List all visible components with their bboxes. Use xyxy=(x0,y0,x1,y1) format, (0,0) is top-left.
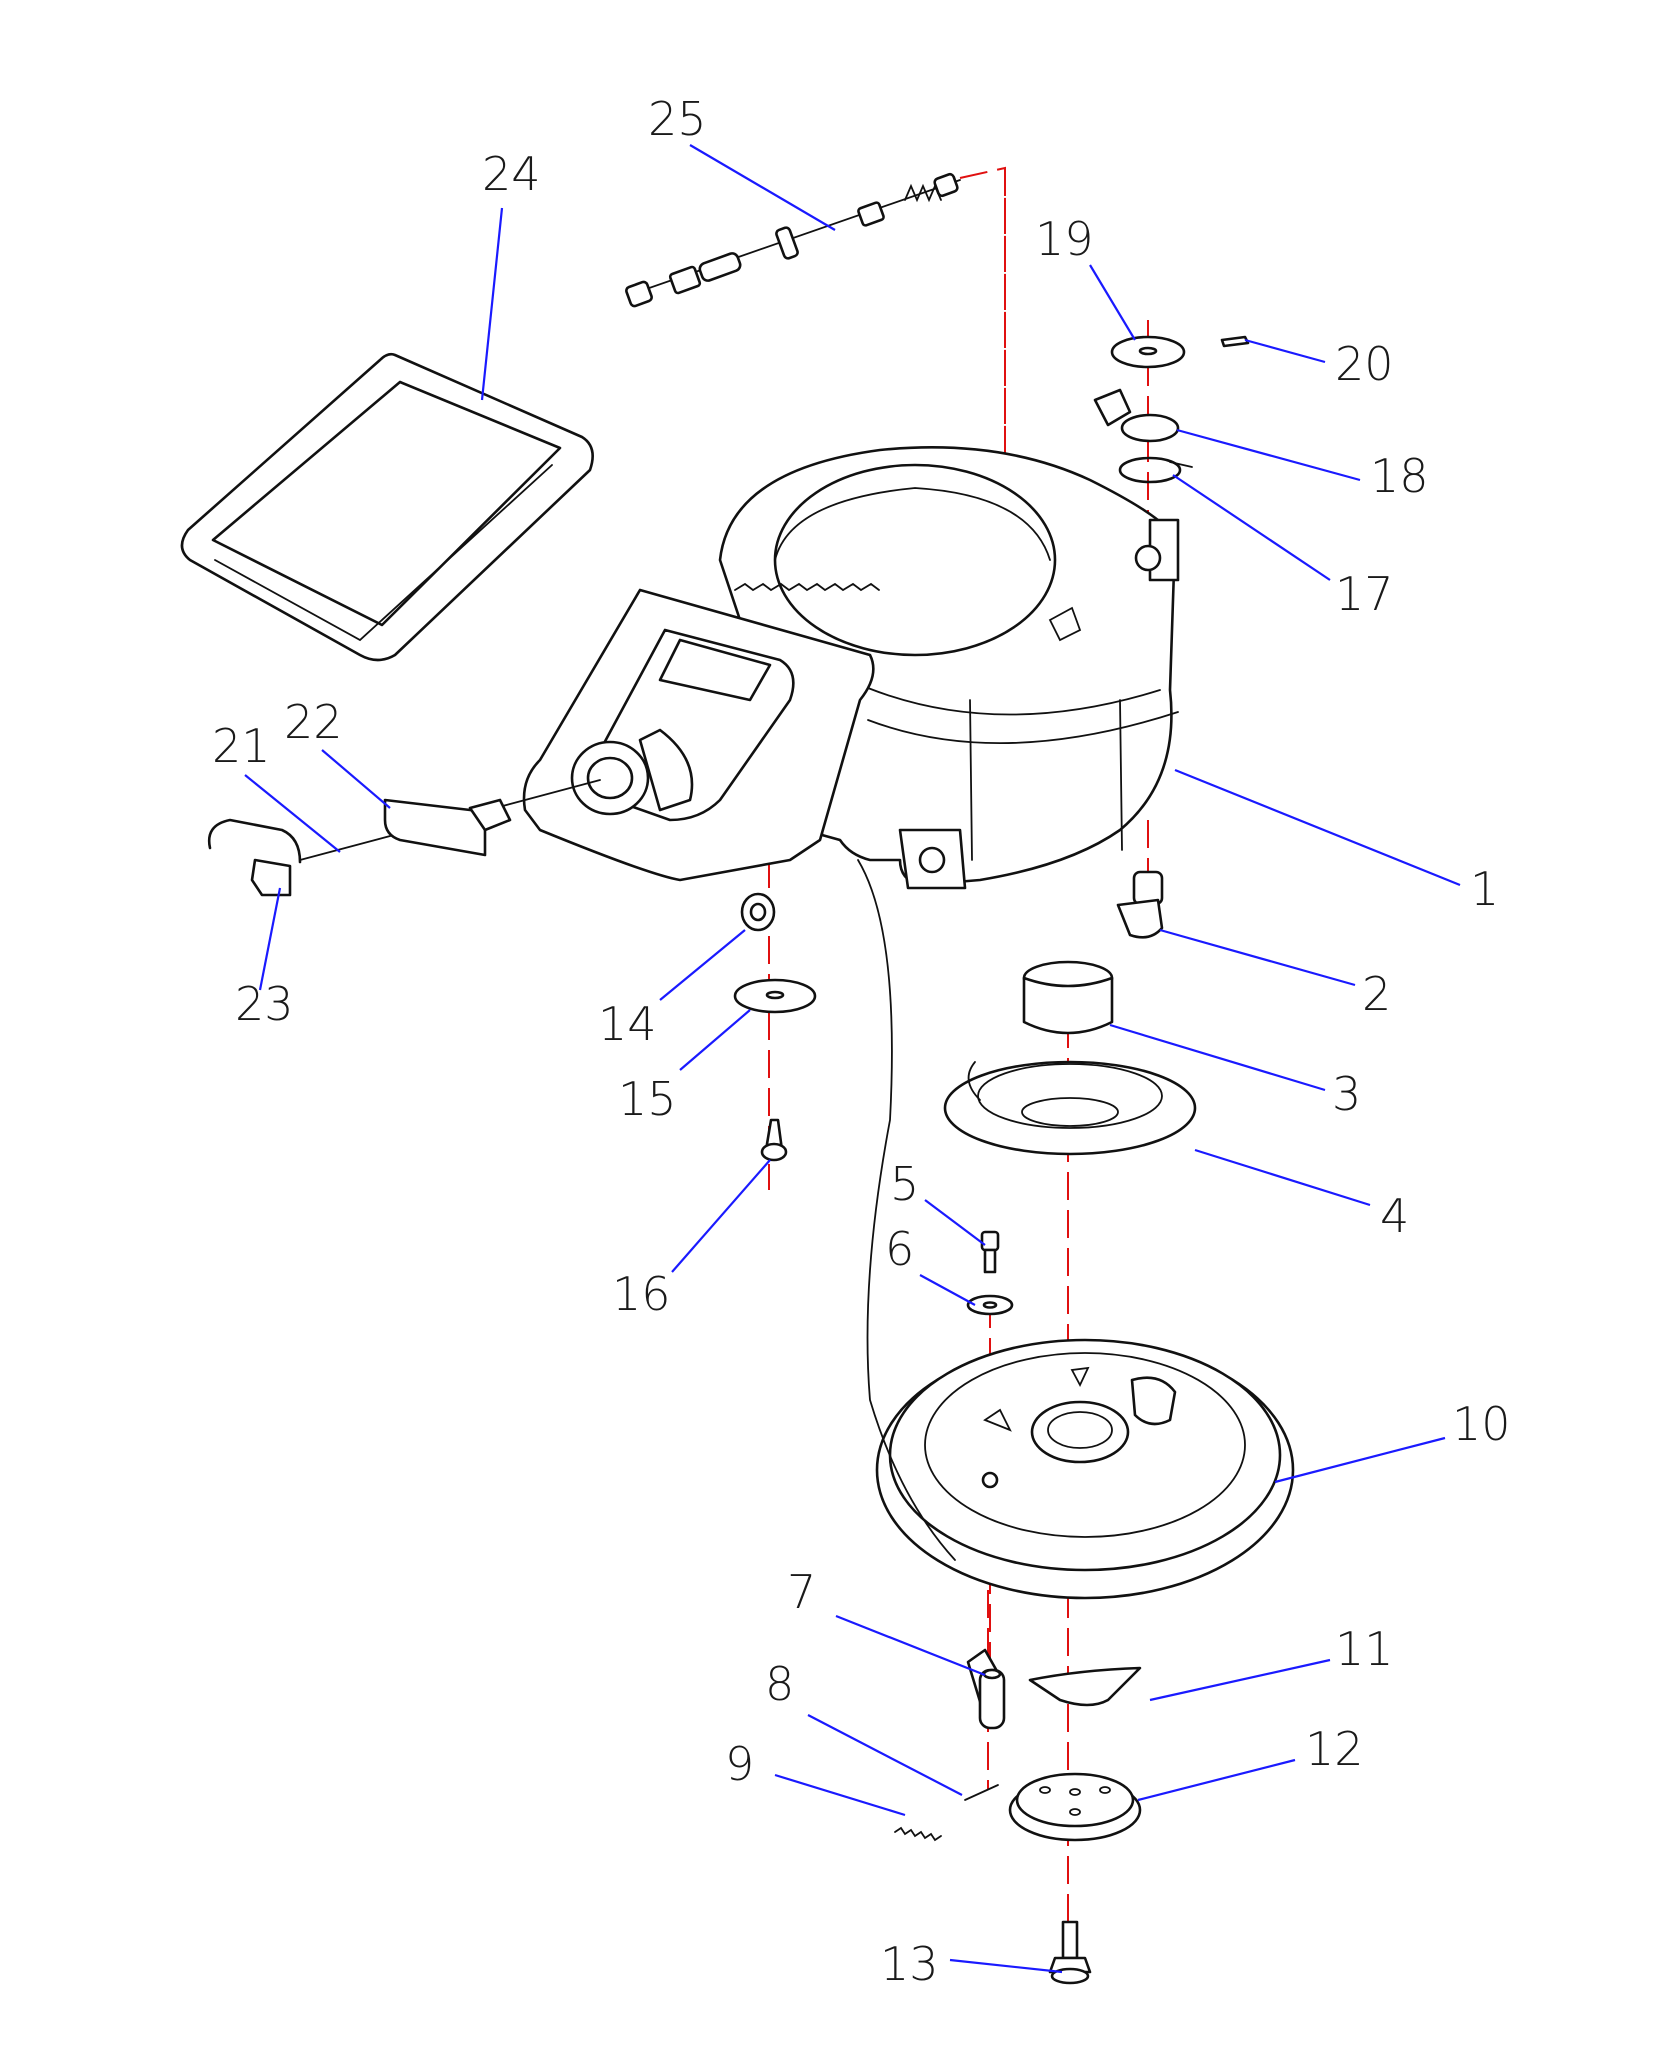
callout-17: 17 xyxy=(1335,567,1394,621)
callout-18: 18 xyxy=(1370,449,1429,503)
callout-22: 22 xyxy=(284,695,343,749)
leader-24 xyxy=(480,207,504,401)
part-13-bolt xyxy=(1048,1920,1092,1985)
callout-12: 12 xyxy=(1305,1722,1364,1776)
leader-lines xyxy=(244,144,1461,1974)
callout-9: 9 xyxy=(725,1737,754,1791)
callout-14: 14 xyxy=(598,997,657,1051)
part-15-washer xyxy=(733,978,817,1014)
leader-16 xyxy=(671,1159,771,1273)
part-19-washer xyxy=(1110,335,1186,369)
callout-24: 24 xyxy=(482,147,541,201)
callout-7: 7 xyxy=(787,1565,816,1619)
callout-25: 25 xyxy=(648,92,707,146)
leader-11 xyxy=(1149,1658,1331,1702)
part-2-pin xyxy=(1116,870,1164,939)
callout-1: 1 xyxy=(1470,862,1499,916)
part-7-pawl xyxy=(966,1648,1006,1730)
part-18-cam xyxy=(1093,388,1180,443)
leader-18 xyxy=(1176,428,1361,482)
leader-19 xyxy=(1089,264,1136,341)
leader-1 xyxy=(1174,768,1461,887)
callout-6: 6 xyxy=(885,1222,914,1276)
leader-3 xyxy=(1109,1023,1326,1092)
leader-6 xyxy=(919,1274,976,1306)
callout-13: 13 xyxy=(880,1937,939,1991)
callout-16: 16 xyxy=(612,1267,671,1321)
part-8-pin xyxy=(964,1784,999,1801)
callout-19: 19 xyxy=(1035,212,1094,266)
leader-20 xyxy=(1244,338,1326,364)
callout-10: 10 xyxy=(1452,1397,1511,1451)
leader-7 xyxy=(835,1614,986,1677)
part-6-washer xyxy=(966,1294,1014,1316)
part-16-screw xyxy=(760,1118,788,1162)
leader-12 xyxy=(1137,1758,1296,1802)
assembly-axes xyxy=(768,166,1149,1930)
callout-numbers: 1 2 3 4 5 6 7 8 9 10 11 12 13 14 15 16 1… xyxy=(212,92,1511,1991)
part-22-pull-handle xyxy=(383,798,512,857)
callout-4: 4 xyxy=(1380,1189,1409,1243)
part-17-spring-clip xyxy=(1118,456,1193,484)
leader-10 xyxy=(1274,1436,1446,1484)
part-4-recoil-spring xyxy=(943,1060,1197,1156)
callout-5: 5 xyxy=(890,1157,919,1211)
leader-9 xyxy=(774,1773,906,1817)
callout-11: 11 xyxy=(1335,1622,1394,1676)
leader-15 xyxy=(679,1009,751,1071)
callout-3: 3 xyxy=(1332,1067,1361,1121)
callout-20: 20 xyxy=(1335,337,1394,391)
control-head xyxy=(522,588,875,882)
callout-8: 8 xyxy=(765,1657,794,1711)
part-5-screw xyxy=(980,1230,1000,1274)
leader-4 xyxy=(1194,1148,1371,1207)
callout-2: 2 xyxy=(1362,967,1391,1021)
leader-21 xyxy=(244,774,341,853)
leader-25 xyxy=(689,144,836,231)
part-9-spring xyxy=(894,1826,942,1842)
part-10-pulley xyxy=(857,859,1295,1600)
callout-15: 15 xyxy=(618,1072,677,1126)
part-25-throttle-cable xyxy=(625,172,961,308)
part-12-cap xyxy=(1008,1772,1142,1842)
leader-17 xyxy=(1172,474,1331,581)
part-3-bushing xyxy=(1022,960,1114,1035)
part-11-ratchet-plate xyxy=(1028,1666,1142,1707)
part-23-clip xyxy=(250,858,292,897)
part-14-grommet xyxy=(740,892,776,932)
leader-5 xyxy=(924,1199,986,1246)
leader-23 xyxy=(258,887,282,991)
part-24-filter-frame xyxy=(180,352,594,662)
leader-22 xyxy=(321,749,391,809)
callout-21: 21 xyxy=(212,719,271,773)
leader-2 xyxy=(1159,928,1356,987)
callout-23: 23 xyxy=(235,977,294,1031)
leader-14 xyxy=(659,929,746,1001)
part-20-pin xyxy=(1220,335,1250,348)
leader-13 xyxy=(949,1958,1063,1974)
leader-8 xyxy=(807,1714,963,1796)
